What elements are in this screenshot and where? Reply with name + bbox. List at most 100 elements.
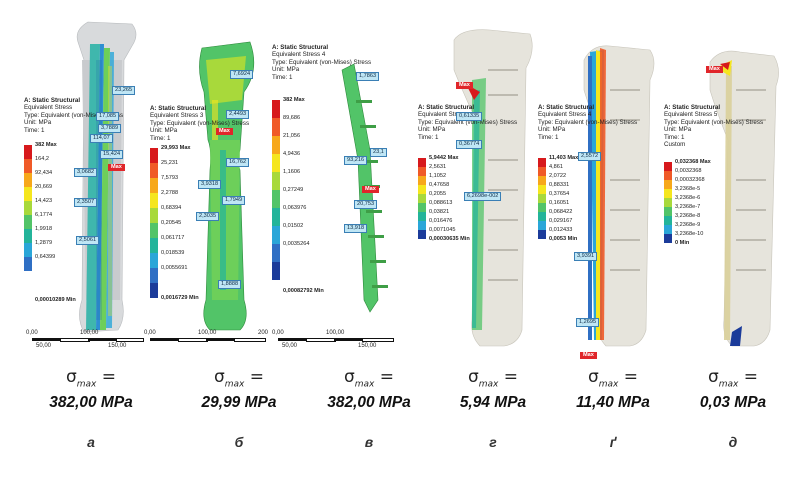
legend-swatch [150,163,158,178]
legend-swatch [664,216,672,225]
scale-bar: 0,00 100,00 200 [144,330,268,356]
legend-value: 2,0722 [549,173,567,179]
legend-value: 0,063976 [283,205,307,211]
probe-label: 23,265 [112,86,136,95]
panel-header: A: Static Structural Equivalent Stress 5… [664,104,763,148]
legend-swatch [150,178,158,193]
legend-value: 0,27249 [283,187,304,193]
legend-swatch [24,173,32,187]
panel-header: A: Static Structural Equivalent Stress T… [418,104,517,141]
legend-swatch [418,230,426,239]
legend: 0,032368 Max 0,0032368 0,00032368 3,2368… [664,159,724,252]
header-line: Time: 1 [418,133,439,141]
header-line: Equivalent Stress 4 [538,111,592,119]
legend-value: 21,056 [283,133,301,139]
legend-value: 382 Max [35,142,57,148]
legend-value: 0,088613 [429,200,453,206]
legend-value: 5,9442 Max [429,155,459,161]
probe-label: 13,918 [344,224,368,233]
probe-label: 1,7949 [222,196,246,205]
panel-letter: ґ [609,434,617,450]
legend-value: 0,2055 [429,191,447,197]
panel-letter: г [489,434,497,450]
max-marker: Max [456,82,473,89]
max-marker: Max [706,66,723,73]
legend-swatch [272,262,280,280]
legend-value: 3,2368e-8 [675,213,701,219]
bone-model-e [583,45,655,347]
legend-swatch [272,154,280,172]
probe-label: 2,4493 [226,110,250,119]
panel-letter: б [234,434,244,450]
legend-swatch [150,253,158,268]
header-line: Unit: MPa [664,126,692,134]
legend-swatch [664,162,672,171]
probe-label: 3,7889 [98,124,122,133]
header-line: Unit: MPa [538,126,566,134]
probe-label: 16,762 [226,158,250,167]
probe-label: 1,2695 [576,318,600,327]
legend-swatch [664,180,672,189]
header-line: Time: 1 [272,73,293,81]
probe-label: 2,5572 [578,152,602,161]
header-line: Type: Equivalent (von-Mises) Stress [418,118,518,126]
legend-value: 4,861 [549,164,563,170]
legend-value: 0,01502 [283,223,304,229]
legend-value: 0,029167 [549,218,573,224]
sigma-formula: σmax = [707,367,759,390]
scale-bar: 0,00 100,00 50,00 150,00 [272,330,396,356]
legend-value: 2,5631 [429,164,447,170]
sigma-value: 29,99 MPa [201,394,277,412]
legend-swatch [150,208,158,223]
sigma-formula: σmax = [65,367,117,390]
legend-swatch [418,194,426,203]
header-line: Time: 1 [24,126,45,134]
header-line: Equivalent Stress 4 [272,51,326,59]
header-line: Custom [664,141,686,149]
max-marker: Max [216,128,233,135]
legend-value: 0,061717 [161,235,185,241]
scale-label: 100,00 [198,330,217,336]
legend-value: 164,2 [35,156,49,162]
legend-swatch [272,172,280,190]
legend-value: 0,68394 [161,205,182,211]
sigma-value: 382,00 MPa [49,394,133,412]
legend-value: 0,0055691 [161,265,188,271]
probe-label: 23,1 [370,148,387,157]
legend-value: 7,5793 [161,175,179,181]
probe-label: 2,3035 [196,212,220,221]
legend-swatch [538,158,546,167]
panel-letter: д [728,434,738,450]
probe-label: 93,216 [344,156,368,165]
legend-swatch [24,257,32,271]
probe-label: 114,07 [90,134,113,143]
legend-swatch [418,167,426,176]
legend-swatch [418,176,426,185]
sigma-caption-b: σmax = 29,99 MPa [184,368,294,412]
header-line: A: Static Structural [272,44,329,51]
legend-value: 1,9918 [35,226,53,232]
sigma-formula: σmax = [213,367,265,390]
legend-value: 0,00030635 Min [429,236,470,242]
legend-value: 0 Min [675,240,690,246]
header-line: Type: Equivalent (von-Mises) Stress [272,58,372,66]
sigma-caption-a: σmax = 382,00 MPa [36,368,146,412]
header-line: Time: 1 [150,134,171,142]
legend-swatch [24,229,32,243]
legend-value: 0,00032368 [675,177,705,183]
legend-value: 89,686 [283,115,301,121]
legend-value: 0,20545 [161,220,182,226]
legend-value: 25,231 [161,160,179,166]
scale-label: 100,00 [80,330,99,336]
legend-value: 92,434 [35,170,53,176]
header-line: Time: 1 [538,133,559,141]
sigma-caption-f: σmax = 0,03 MPa [678,368,788,412]
legend-swatch [272,208,280,226]
header-line: Equivalent Stress 3 [150,112,204,120]
probe-label: 15,424 [100,150,124,159]
panel-f: A: Static Structural Equivalent Stress 5… [664,0,800,360]
legend-swatch [24,201,32,215]
legend-swatch [272,226,280,244]
scale-label: 0,00 [272,330,284,336]
legend-value: 0,016476 [429,218,453,224]
